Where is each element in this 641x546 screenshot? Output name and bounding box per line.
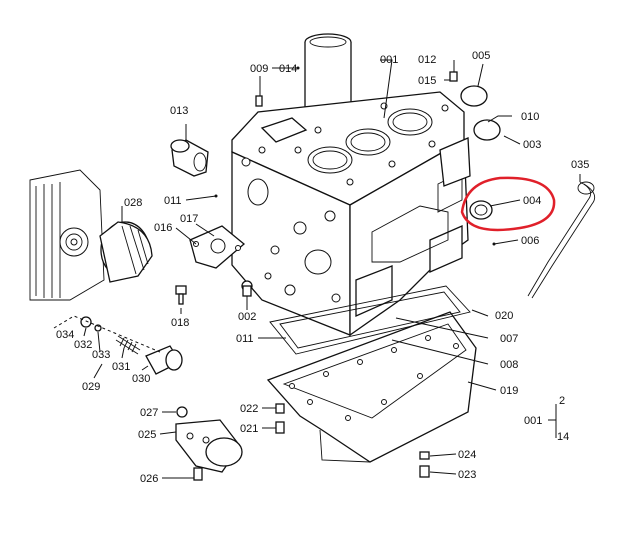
side-cover (189, 225, 246, 269)
label-028: 028 (124, 197, 142, 209)
label-013: 013 (170, 105, 188, 117)
label-017: 017 (180, 213, 198, 225)
label-004: 004 (523, 195, 541, 207)
label-001-ref: 001 (524, 415, 542, 427)
label-033: 033 (92, 349, 110, 361)
oil-pan-gasket (269, 285, 471, 355)
label-018: 018 (171, 317, 189, 329)
dipstick (527, 181, 596, 299)
label-007: 007 (500, 333, 518, 345)
drain-plug-023-024 (419, 451, 430, 478)
label-020: 020 (495, 310, 513, 322)
label-029: 029 (82, 381, 100, 393)
label-range-2: 2 (559, 395, 565, 407)
gear-housing (29, 169, 105, 301)
pin-009 (255, 95, 263, 107)
label-008: 008 (500, 359, 518, 371)
label-001-top: 001 (380, 54, 398, 66)
label-021: 021 (240, 423, 258, 435)
label-022: 022 (240, 403, 258, 415)
oil-pan (266, 311, 477, 463)
label-023: 023 (458, 469, 476, 481)
label-range-14: 14 (557, 431, 569, 443)
label-032: 032 (74, 339, 92, 351)
label-005: 005 (472, 50, 490, 62)
drain-plug-021-022 (275, 403, 285, 434)
label-034: 034 (56, 329, 74, 341)
label-010: 010 (521, 111, 539, 123)
label-026: 026 (140, 473, 158, 485)
leader-lines (53, 59, 581, 479)
label-002: 002 (238, 311, 256, 323)
highlight-circle (460, 176, 556, 232)
label-035: 035 (571, 159, 589, 171)
plug-002 (241, 280, 253, 297)
label-030: 030 (132, 373, 150, 385)
engine-block (231, 91, 471, 337)
drain-plug-assembly (175, 406, 243, 481)
label-011-upper: 011 (164, 195, 182, 207)
bolt-018 (175, 285, 187, 305)
plug-004 (469, 200, 493, 220)
cylinder-liner (304, 33, 352, 114)
label-006: 006 (521, 235, 539, 247)
plug-005 (460, 85, 488, 107)
label-011-lower: 011 (236, 333, 254, 345)
label-019: 019 (500, 385, 518, 397)
label-009: 009 (250, 63, 268, 75)
label-024: 024 (458, 449, 476, 461)
oil-filter (99, 221, 153, 283)
label-016: 016 (154, 222, 172, 234)
plug-003 (473, 119, 501, 141)
label-027: 027 (140, 407, 158, 419)
thermostat-housing (170, 139, 209, 177)
label-015: 015 (418, 75, 436, 87)
relief-valve (80, 316, 183, 375)
label-012: 012 (418, 54, 436, 66)
label-025: 025 (138, 429, 156, 441)
label-014: 014 (279, 63, 297, 75)
stud-012 (449, 71, 458, 82)
label-031: 031 (112, 361, 130, 373)
label-003: 003 (523, 139, 541, 151)
